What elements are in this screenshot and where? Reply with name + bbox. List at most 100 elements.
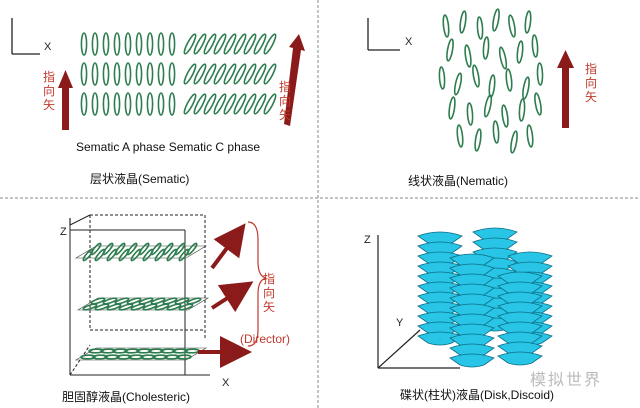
cholesteric-mid-molecule (130, 303, 146, 311)
smectic-a-molecule (124, 92, 132, 116)
nematic-molecule (438, 66, 446, 90)
cholesteric-top-molecule (102, 242, 114, 256)
cholesteric-bottom-molecule (116, 354, 132, 360)
cholesteric-bottom-molecule (164, 354, 180, 360)
cholesteric-mid-molecule (82, 303, 98, 311)
cholesteric-bottom-molecule (100, 348, 116, 354)
cholesteric-bottom-molecule (176, 354, 192, 360)
smectic-c-molecule (223, 93, 237, 115)
cholesteric-bottom-molecule (136, 348, 152, 354)
cholesteric-layer-mid (76, 297, 210, 311)
smectic-c-molecule (263, 93, 277, 115)
smectic-a-molecule (135, 62, 143, 86)
discotic-disk (449, 353, 495, 368)
nematic-molecule (505, 68, 513, 92)
nematic-molecule (526, 124, 534, 148)
nematic-molecule (501, 104, 509, 128)
cholesteric-bottom-molecule (104, 354, 120, 360)
discotic-columns (417, 227, 553, 368)
smectic-a-molecule (91, 62, 99, 86)
cholesteric-mid-molecule (102, 297, 118, 305)
discotic-disk (497, 351, 543, 366)
smectic-c-molecule (183, 63, 197, 85)
smectic-a-molecule (157, 32, 165, 56)
cholesteric-mid-molecule (142, 303, 158, 311)
nematic-director-label: 指向矢 (584, 62, 597, 104)
nematic-molecule (516, 40, 524, 64)
nematic-molecule (482, 36, 490, 60)
smectic-a-molecule (146, 62, 154, 86)
watermark: 模拟世界 (530, 372, 603, 389)
nematic-caption: 线状液晶(Nematic) (408, 174, 509, 188)
cholesteric-layer-top (74, 242, 208, 262)
nematic-director-arrow (557, 50, 574, 128)
smectic-a-molecule (135, 92, 143, 116)
cholesteric-mid-molecule (106, 303, 122, 311)
cholesteric-top-molecule (150, 242, 162, 256)
smectic-c-molecule (223, 63, 237, 85)
cholesteric-top-molecule (138, 242, 150, 256)
discotic-disk (417, 331, 463, 346)
smectic-c-molecule (243, 63, 257, 85)
smectic-axes (11, 18, 40, 55)
nematic-molecule (508, 14, 516, 38)
cholesteric-director-en: (Director) (240, 332, 290, 346)
cholesteric-brace (247, 221, 267, 347)
cholesteric-top-molecule (162, 242, 174, 256)
cholesteric-mid-molecule (166, 303, 182, 311)
cholesteric-axis-z: Z (60, 226, 67, 238)
smectic-a-molecule (124, 32, 132, 56)
cholesteric-bottom-molecule (92, 354, 108, 360)
smectic-a-rods (80, 32, 176, 116)
cholesteric-top-molecule (174, 242, 186, 256)
cholesteric-bottom-molecule (160, 348, 176, 354)
cholesteric-mid-molecule (138, 297, 154, 305)
smectic-a-molecule (102, 62, 110, 86)
cholesteric-mid-molecule (94, 303, 110, 311)
cholesteric-top-molecule (126, 242, 138, 256)
cholesteric-bottom-molecule (112, 348, 128, 354)
smectic-c-molecule (203, 33, 217, 55)
nematic-molecule (448, 96, 456, 120)
smectic-c-molecule (193, 93, 207, 115)
nematic-molecule (531, 34, 539, 58)
cholesteric-bottom-molecule (140, 354, 156, 360)
smectic-c-rods (183, 33, 277, 115)
cholesteric-mid-molecule (114, 297, 130, 305)
nematic-molecule (510, 130, 518, 154)
cholesteric-bottom-molecule (124, 348, 140, 354)
smectic-director-label-a: 指向矢 (42, 70, 55, 112)
nematic-molecule (476, 16, 484, 40)
smectic-c-molecule (213, 33, 227, 55)
smectic-a-molecule (113, 92, 121, 116)
nematic-molecule (498, 46, 508, 70)
smectic-caption: 层状液晶(Sematic) (90, 172, 190, 186)
smectic-c-molecule (233, 93, 247, 115)
cholesteric-top-molecule (114, 242, 126, 256)
nematic-molecule (459, 10, 467, 34)
smectic-a-molecule (113, 32, 121, 56)
cholesteric-caption: 胆固醇液晶(Cholesteric) (62, 390, 191, 404)
cholesteric-bottom-molecule (148, 348, 164, 354)
discotic-axes (377, 235, 460, 369)
smectic-a-molecule (168, 92, 176, 116)
cholesteric-mid-molecule (154, 303, 170, 311)
smectic-director-arrow-a (58, 70, 73, 130)
nematic-molecule (522, 76, 530, 100)
smectic-c-molecule (213, 93, 227, 115)
cholesteric-mid-molecule (186, 297, 202, 305)
smectic-c-molecule (243, 33, 257, 55)
cholesteric-bottom-molecule (152, 354, 168, 360)
cholesteric-bottom-molecule (128, 354, 144, 360)
smectic-a-molecule (102, 32, 110, 56)
nematic-molecule (446, 38, 454, 62)
cholesteric-mid-molecule (118, 303, 134, 311)
smectic-a-molecule (157, 62, 165, 86)
nematic-molecule (442, 14, 450, 38)
nematic-molecule (456, 124, 464, 148)
smectic-a-molecule (135, 32, 143, 56)
cholesteric-director-arrows (198, 223, 254, 368)
cholesteric-mid-molecule (174, 297, 190, 305)
smectic-a-molecule (146, 32, 154, 56)
smectic-a-molecule (80, 62, 88, 86)
